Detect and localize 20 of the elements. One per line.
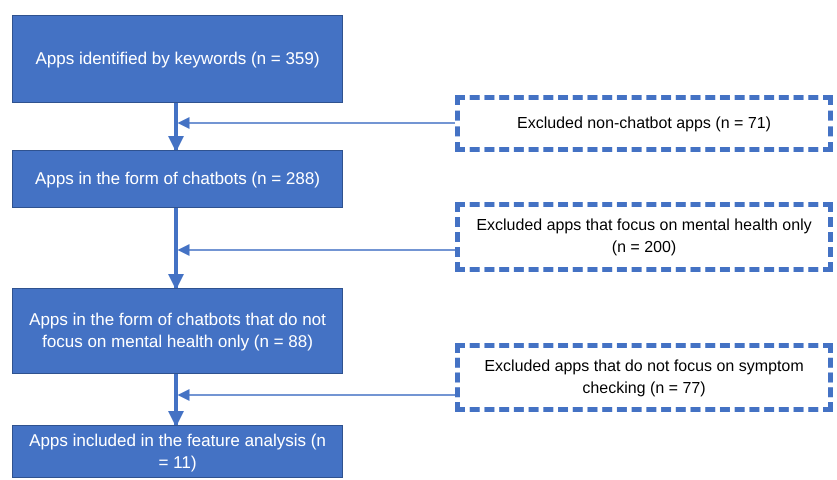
arrow (168, 103, 184, 152)
arrow (168, 374, 184, 427)
arrow (178, 389, 455, 401)
process-box (12, 425, 343, 478)
arrow (178, 117, 455, 129)
box-text: Excluded apps that focus on mental health only (n = 200) (475, 216, 813, 258)
process-box (12, 150, 343, 208)
arrow (168, 208, 184, 290)
box-text: Excluded apps that do not focus on symptom checking (n = 77) (483, 356, 805, 398)
box-text: Apps included in the feature analysis (n = 11) (28, 430, 327, 474)
box-text: Apps in the form of chatbots that do not focus on mental health only (n = 88) (28, 309, 327, 353)
box-text: Apps in the form of chatbots (n = 288) (35, 168, 320, 190)
box-text: Apps identified by keywords (n = 359) (36, 48, 320, 70)
box-text: Excluded non-chatbot apps (n = 71) (517, 114, 771, 134)
exclusion-box (455, 343, 833, 412)
arrow (178, 244, 455, 256)
exclusion-box (455, 95, 833, 152)
process-box (12, 288, 343, 374)
exclusion-box (455, 202, 833, 272)
process-box (12, 15, 343, 103)
